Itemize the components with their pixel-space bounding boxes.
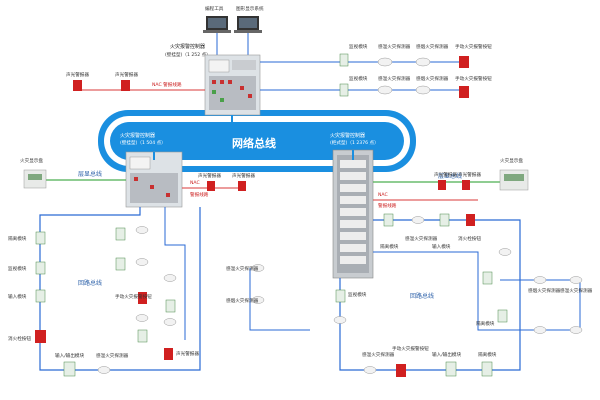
left-control-panel: 火灾报警控制器 (壁挂型)（1 504 点）	[120, 132, 183, 208]
rl-input-label: 输入模块	[432, 243, 451, 250]
loop-bus-left-label: 回路总线	[78, 279, 102, 287]
repeater-left-label: 火灾显示盘	[20, 157, 43, 164]
repeater-right-label: 火灾显示盘	[500, 157, 523, 164]
computer-left-label: 编程工具	[205, 5, 224, 12]
sounder-left-2-label: 声光警报器	[232, 172, 255, 179]
mid-smoke-2	[251, 296, 265, 304]
loop-bus-right-label: 回路总线	[410, 292, 434, 300]
computer-programming-tool: 编程工具	[203, 5, 231, 33]
left-panel-sub: (壁挂型)（1 504 点）	[120, 139, 166, 146]
top-row-1-devices: 监视模块 感温火灾探测器 感烟火灾探测器 手动火灾报警按钮	[339, 43, 492, 68]
repeater-left: 火灾显示盘	[20, 157, 47, 189]
right-loop-devices: 隔离模块 感温火灾探测器 输入模块 消火栓按钮 感烟火灾探测器 感温火灾探测器 …	[333, 213, 593, 377]
rl-hydrant-label: 消火栓按钮	[458, 235, 481, 242]
sounder-right-1	[438, 180, 446, 190]
mid-smoke-2-label: 感烟火灾探测器	[226, 297, 259, 304]
rl-smoke-label: 感温火灾探测器	[405, 235, 438, 242]
sounder-top-2-label: 声光警报器	[115, 71, 138, 78]
sounder-right-2	[462, 180, 470, 190]
right-panel-title: 火灾报警控制器	[330, 132, 365, 139]
network-bus-label: 网络总线	[232, 136, 276, 150]
rl-isolator-label: 隔离模块	[380, 243, 399, 250]
nac-left-mid-label: 警报线路	[190, 191, 209, 198]
sounder-top-1-label: 声光警报器	[66, 71, 89, 78]
mid-smoke-1	[251, 264, 265, 272]
ll-isolator-label: 隔离模块	[8, 235, 27, 242]
top-panel-sub: (壁挂型)（1 252 点）	[165, 51, 211, 58]
top-row-2-devices: 监视模块 感温火灾探测器 感烟火灾探测器 手动火灾报警按钮	[339, 75, 492, 98]
left-loop-devices: 隔离模块 监视模块 输入模块 消火栓按钮 输入/输出模块 感温火灾探测器 手动火…	[8, 226, 199, 377]
tr2-smoke-label: 感温火灾探测器	[378, 75, 411, 82]
nac-right-label: 警报线路	[378, 202, 397, 209]
loop-bus-right	[339, 219, 581, 371]
sounder-top-2: 声光警报器	[115, 71, 138, 91]
rl-ioout-label: 输入/输出模块	[432, 351, 462, 358]
floor-bus-left-label: 层显总线	[78, 170, 102, 178]
rl-smoke4-label: 感温火灾探测器	[362, 351, 395, 358]
sounder-right-2-label: 声光警报器	[458, 171, 481, 178]
rl-isolator2-label: 隔离模块	[476, 320, 495, 327]
top-panel-title: 火灾报警控制器	[170, 43, 205, 50]
rl-smoke3-label: 感温火灾探测器	[560, 287, 593, 294]
computer-graphic-display: 图形显示系统	[234, 5, 264, 33]
tr2-manual-label: 手动火灾报警按钮	[455, 75, 492, 82]
top-control-panel: 火灾报警控制器 (壁挂型)（1 252 点）	[165, 43, 261, 116]
nac-right: NAC	[378, 192, 388, 198]
tr2-smoke2-label: 感烟火灾探测器	[416, 75, 449, 82]
repeater-right: 火灾显示盘	[499, 157, 529, 191]
right-control-cabinet: 火灾报警控制器 (柜式型)（1 2376 点）	[330, 132, 379, 279]
right-panel-sub: (柜式型)（1 2376 点）	[330, 139, 379, 146]
ll-manual-label: 手动火灾报警按钮	[115, 293, 152, 300]
tr2-monitor-label: 监视模块	[349, 75, 368, 82]
tr1-smoke2-label: 感烟火灾探测器	[416, 43, 449, 50]
computer-right-label: 图形显示系统	[236, 5, 264, 12]
rl-smoke2-label: 感烟火灾探测器	[528, 287, 561, 294]
nac-top-label: NAC 警报线路	[152, 81, 182, 88]
floor-bus-right-label: 层显总线	[438, 172, 462, 180]
ll-hydrant-label: 消火栓按钮	[8, 335, 31, 342]
sounder-right-1-label: 声光警报器	[434, 171, 457, 178]
rl-manual-label: 手动火灾报警按钮	[392, 345, 429, 352]
ll-io-label: 输入模块	[8, 293, 27, 300]
left-panel-title: 火灾报警控制器	[120, 132, 155, 139]
tr1-smoke-label: 感温火灾探测器	[378, 43, 411, 50]
tr1-manual-label: 手动火灾报警按钮	[455, 43, 492, 50]
ll-smoke-label: 感温火灾探测器	[96, 352, 129, 359]
nac-left-mid: NAC	[190, 180, 200, 186]
rl-monitor-label: 监视模块	[348, 291, 367, 298]
sounder-left-1	[207, 181, 215, 191]
mid-smoke-1-label: 感温火灾探测器	[226, 265, 259, 272]
sounder-left-1-label: 声光警报器	[198, 172, 221, 179]
ll-monitor-label: 监视模块	[8, 265, 27, 272]
sounder-left-2	[238, 181, 246, 191]
ll-ioout-label: 输入/输出模块	[55, 352, 85, 359]
rl-isolator3-label: 隔离模块	[478, 351, 497, 358]
ll-sounder-label: 声光警报器	[176, 350, 199, 357]
sounder-top-1: 声光警报器	[66, 71, 89, 91]
tr1-monitor-label: 监视模块	[349, 43, 368, 50]
